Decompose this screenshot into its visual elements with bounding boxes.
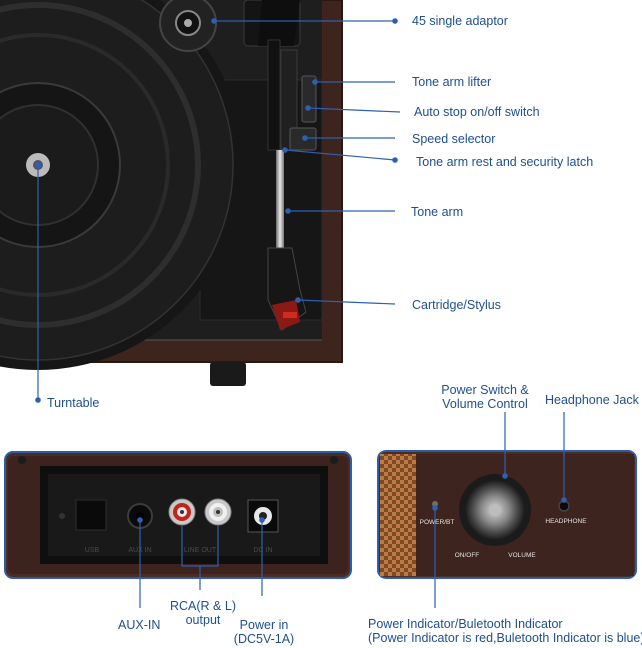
- label-speed-selector: Speed selector: [412, 132, 496, 146]
- turntable-photo: [0, 0, 401, 403]
- label-indicator: Power Indicator/Buletooth Indicator (Pow…: [368, 617, 642, 645]
- label-45-adaptor: 45 single adaptor: [412, 14, 508, 28]
- label-power-switch: Power Switch & Volume Control: [420, 383, 550, 411]
- rca-white-jack: [204, 498, 232, 526]
- label-auto-stop: Auto stop on/off switch: [414, 105, 540, 119]
- back-leader-lines: [137, 517, 265, 608]
- label-indicator-line2: (Power Indicator is red,Buletooth Indica…: [368, 631, 642, 645]
- label-tone-arm-rest: Tone arm rest and security latch: [416, 155, 594, 169]
- back-label-lineout: LINE OUT: [184, 547, 217, 554]
- label-tone-arm-lifter: Tone arm lifter: [412, 75, 492, 89]
- record-platter-icon: [0, 0, 243, 370]
- dc-power-jack: [247, 499, 279, 533]
- back-panel: USB AUX IN LINE OUT DC IN: [4, 451, 352, 608]
- volume-knob-icon: [459, 474, 531, 546]
- label-indicator-line1: Power Indicator/Buletooth Indicator: [368, 617, 563, 631]
- label-rca-line1: RCA(R & L): [170, 599, 236, 613]
- label-turntable: Turntable: [47, 396, 100, 410]
- panel-power-bt: POWER/BT: [420, 519, 455, 526]
- front-panel: POWER/BT ON/OFF VOLUME HEADPHONE: [377, 412, 637, 608]
- label-power-switch-line1: Power Switch &: [441, 383, 529, 397]
- label-aux-in: AUX-IN: [118, 618, 161, 632]
- panel-headphone: HEADPHONE: [545, 518, 587, 525]
- label-power-in: Power in (DC5V-1A): [222, 618, 306, 646]
- label-cartridge: Cartridge/Stylus: [412, 298, 501, 312]
- tone-arm: [243, 0, 317, 331]
- back-label-usb: USB: [85, 547, 100, 554]
- label-power-switch-line2: Volume Control: [442, 397, 528, 411]
- top-leader-lines: [34, 18, 401, 403]
- front-leader-lines: [432, 412, 567, 608]
- panel-on-off: ON/OFF: [455, 552, 480, 559]
- label-rca-line2: output: [185, 613, 221, 627]
- label-power-in-line1: Power in: [239, 618, 289, 632]
- label-power-in-line2: (DC5V-1A): [233, 632, 295, 646]
- usb-port: [75, 499, 107, 531]
- rca-red-jack: [168, 498, 196, 526]
- panel-volume: VOLUME: [508, 552, 536, 559]
- aux-jack: [127, 503, 153, 529]
- label-tone-arm: Tone arm: [411, 205, 464, 219]
- label-rca: RCA(R & L) output: [160, 599, 246, 627]
- label-headphone-jack: Headphone Jack: [545, 393, 639, 407]
- adaptor-icon: [159, 0, 217, 52]
- cabinet-foot: [210, 362, 246, 386]
- back-label-dcin: DC IN: [253, 547, 272, 554]
